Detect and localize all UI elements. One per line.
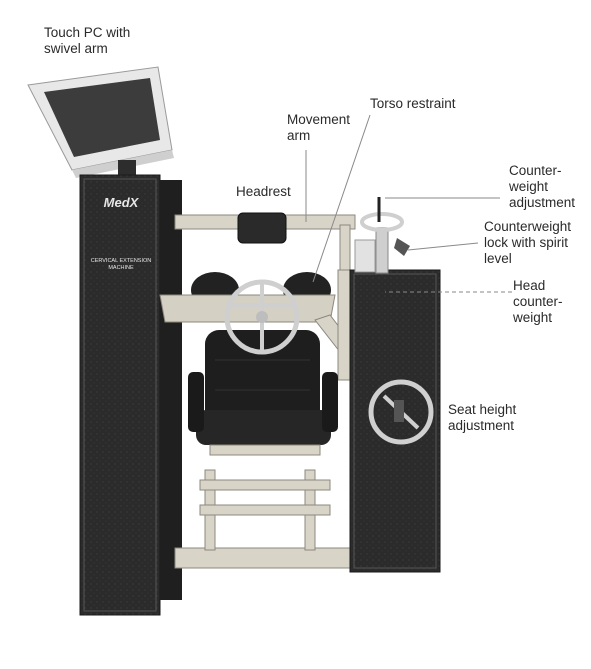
counterweight-handwheel [354,197,410,274]
brand-logo: MedX [103,195,139,210]
headrest-label: Headrest [236,184,291,199]
touch-pc-label: Touch PC with swivel arm [44,25,131,56]
movement-arm-label: Movement arm [287,112,351,143]
seat-height-label: Seat height adjustment [448,402,517,433]
touch-pc-monitor [27,66,174,180]
head-counterweight-label: Head counter- weight [513,278,563,325]
headrest-pad [237,212,287,244]
counterweight-lock-label: Counterweight lock with spirit level [484,219,572,266]
counterweight-adjustment-label: Counter- weight adjustment [509,163,576,210]
handwheel [224,279,300,355]
torso-restraint-label: Torso restraint [370,96,456,111]
seat-height-wheel [368,379,434,445]
left-panel [79,174,182,616]
leader-counterweight-lock [407,242,479,251]
model-name: CERVICAL EXTENSION MACHINE [90,258,152,271]
seat [188,330,338,456]
leader-torso-restraint [312,114,371,283]
